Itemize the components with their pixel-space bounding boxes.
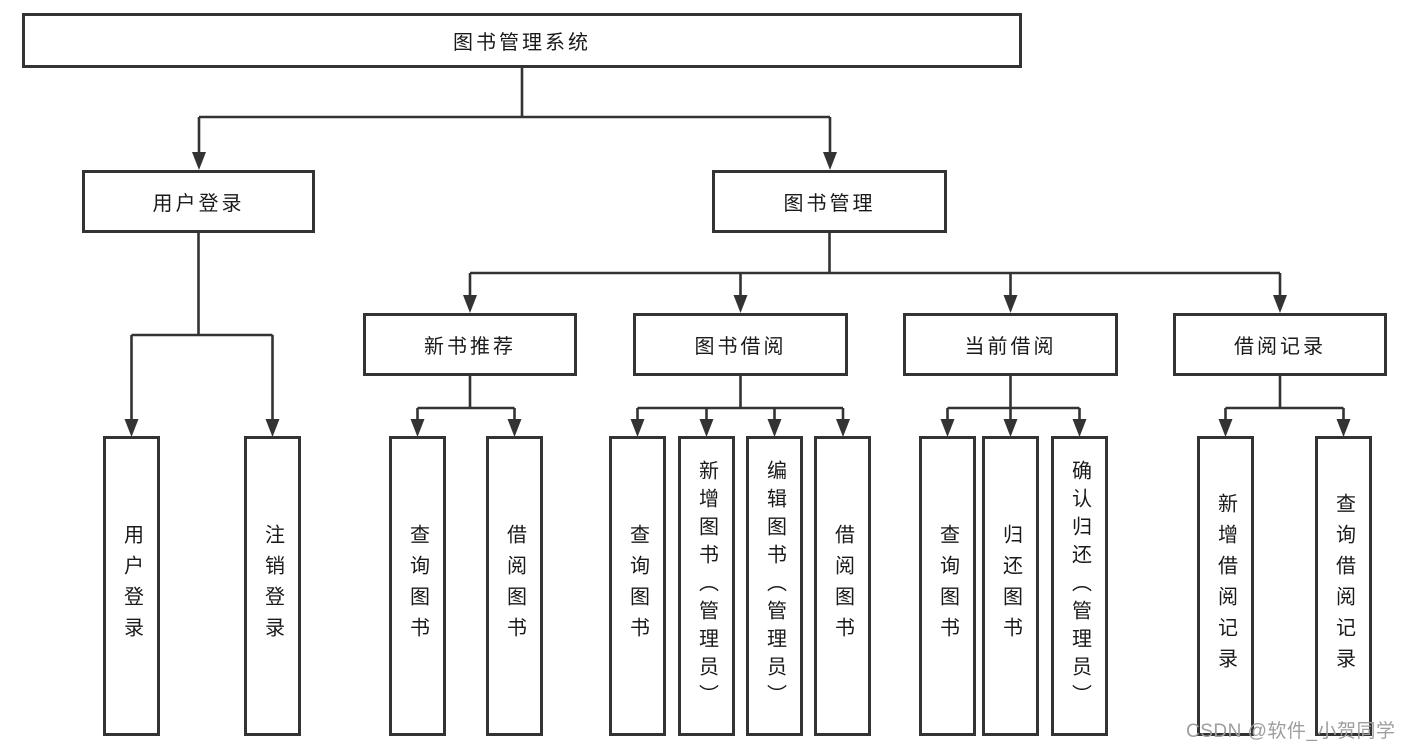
node-new-book-rec: 新书推荐 bbox=[363, 313, 577, 376]
node-nb-query-label: 查询图书 bbox=[406, 524, 429, 648]
node-nb-query: 查询图书 bbox=[389, 436, 446, 736]
node-bb-edit-label: 编辑图书（管理员） bbox=[763, 460, 786, 712]
node-cb-query: 查询图书 bbox=[919, 436, 976, 736]
node-book-mgmt-label: 图书管理 bbox=[783, 193, 876, 215]
node-user-login-label: 用户登录 bbox=[152, 193, 245, 215]
node-book-mgmt: 图书管理 bbox=[712, 170, 947, 233]
node-bb-add-label: 新增图书（管理员） bbox=[695, 460, 718, 712]
node-borrow-records-label: 借阅记录 bbox=[1234, 336, 1326, 358]
node-new-book-rec-label: 新书推荐 bbox=[424, 336, 516, 358]
node-nb-borrow: 借阅图书 bbox=[486, 436, 543, 736]
node-root-label: 图书管理系统 bbox=[453, 32, 591, 54]
node-root: 图书管理系统 bbox=[22, 13, 1022, 68]
node-login-label: 用户登录 bbox=[120, 524, 143, 648]
node-cb-query-label: 查询图书 bbox=[936, 524, 959, 648]
arrowheads bbox=[124, 152, 1351, 437]
node-book-borrow: 图书借阅 bbox=[633, 313, 848, 376]
node-logout: 注销登录 bbox=[244, 436, 301, 736]
node-logout-label: 注销登录 bbox=[261, 524, 284, 648]
node-br-add: 新增借阅记录 bbox=[1197, 436, 1254, 736]
node-bb-query-label: 查询图书 bbox=[626, 524, 649, 648]
watermark: CSDN @软件_小贺同学 bbox=[1186, 721, 1396, 742]
node-user-login: 用户登录 bbox=[82, 170, 315, 233]
node-current-borrow: 当前借阅 bbox=[903, 313, 1118, 376]
node-bb-borrow-label: 借阅图书 bbox=[831, 524, 854, 648]
node-br-query: 查询借阅记录 bbox=[1315, 436, 1372, 736]
node-cb-return: 归还图书 bbox=[982, 436, 1039, 736]
node-cb-confirm: 确认归还（管理员） bbox=[1051, 436, 1108, 736]
node-br-add-label: 新增借阅记录 bbox=[1214, 493, 1237, 679]
node-bb-add: 新增图书（管理员） bbox=[678, 436, 735, 736]
node-nb-borrow-label: 借阅图书 bbox=[503, 524, 526, 648]
node-bb-borrow: 借阅图书 bbox=[814, 436, 871, 736]
node-cb-confirm-label: 确认归还（管理员） bbox=[1068, 460, 1091, 712]
node-bb-query: 查询图书 bbox=[609, 436, 666, 736]
node-bb-edit: 编辑图书（管理员） bbox=[746, 436, 803, 736]
node-cb-return-label: 归还图书 bbox=[999, 524, 1022, 648]
tree-edges bbox=[130, 68, 1345, 423]
node-book-borrow-label: 图书借阅 bbox=[694, 336, 787, 358]
node-borrow-records: 借阅记录 bbox=[1173, 313, 1387, 376]
node-login: 用户登录 bbox=[103, 436, 160, 736]
node-br-query-label: 查询借阅记录 bbox=[1332, 493, 1355, 679]
node-current-borrow-label: 当前借阅 bbox=[964, 336, 1057, 358]
